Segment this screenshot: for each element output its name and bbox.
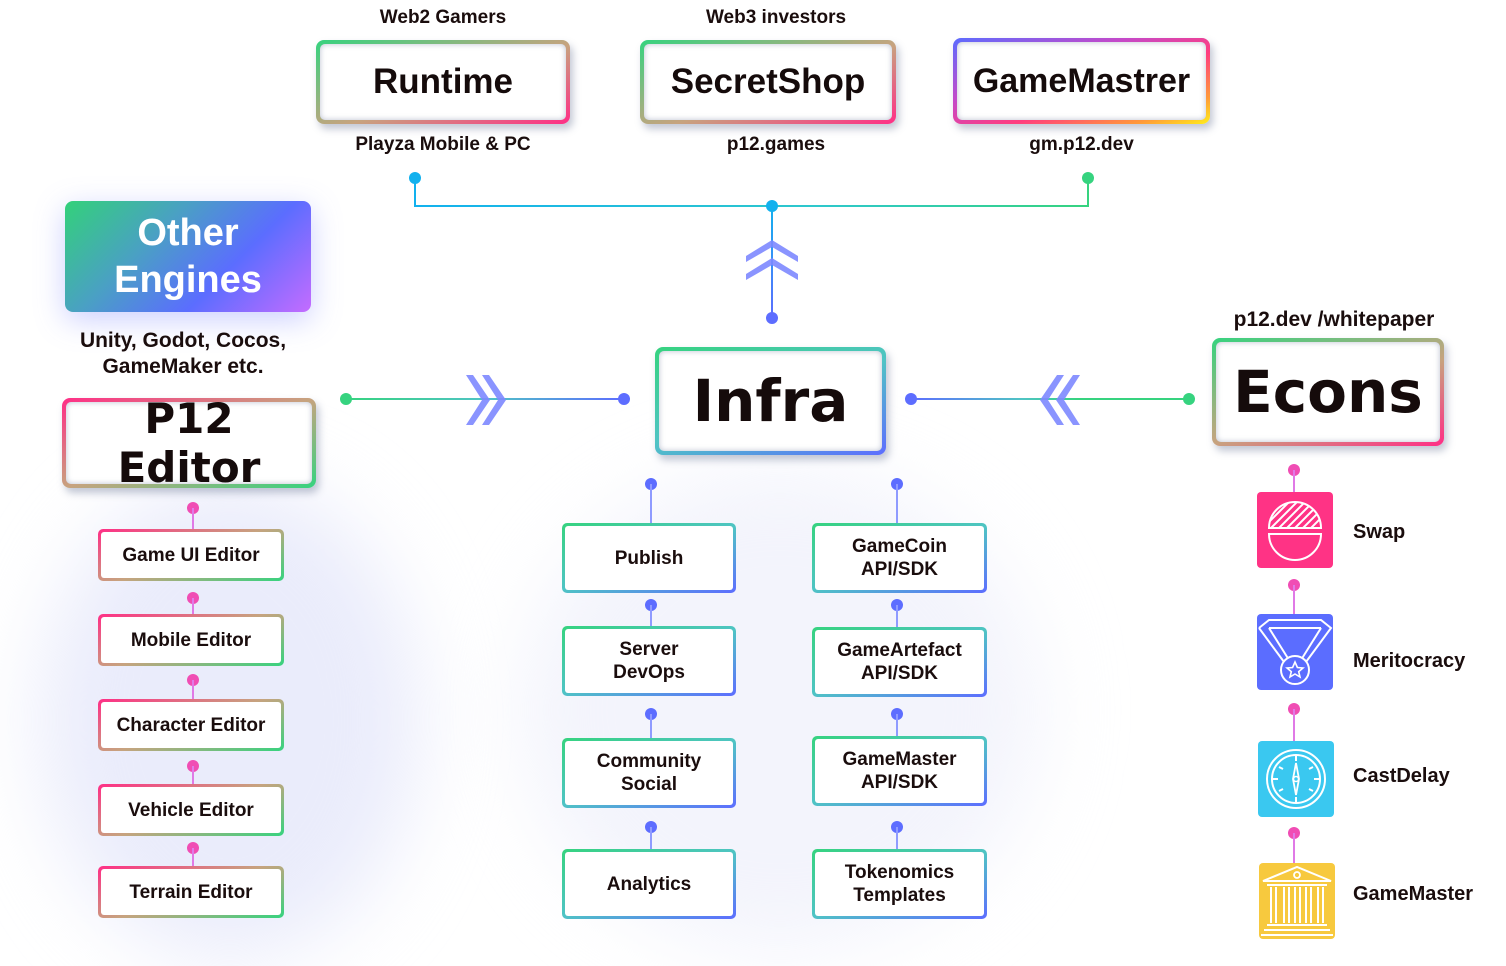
chevron-left-icon (1040, 375, 1080, 425)
editor-item-label: Game UI Editor (101, 532, 281, 578)
infra-title: Infra (659, 351, 882, 451)
econ-line-2 (1293, 709, 1295, 741)
connector-dot-econs (1183, 393, 1195, 405)
editor-item-character[interactable]: Character Editor (98, 699, 284, 751)
connector-line-gamemaster (1087, 178, 1089, 206)
editor-item-label: Character Editor (101, 702, 281, 748)
editor-line-1 (192, 598, 194, 614)
medal-icon[interactable] (1257, 614, 1333, 690)
editor-item-terrain[interactable]: Terrain Editor (98, 866, 284, 918)
product-gamemaster-box[interactable]: GameMastrer (953, 38, 1210, 124)
bank-icon[interactable] (1259, 863, 1335, 939)
editor-line-0 (192, 508, 194, 530)
editor-item-label: Mobile Editor (101, 617, 281, 663)
swap-bowl-icon[interactable] (1257, 492, 1333, 568)
product-gamemaster-title: GameMastrer (957, 42, 1206, 120)
other-engines-card[interactable]: Other Engines (65, 201, 311, 312)
econ-label-gamemaster: GameMaster (1353, 883, 1474, 905)
infra-right-line-1 (896, 605, 898, 627)
econ-line-0 (1293, 470, 1295, 492)
econs-box[interactable]: Econs (1212, 338, 1444, 446)
editor-item-mobile[interactable]: Mobile Editor (98, 614, 284, 666)
infra-left-line-3 (650, 827, 652, 849)
other-engines-title-line2: Engines (114, 258, 262, 301)
product-gamemaster-subtitle: gm.p12.dev (1029, 134, 1134, 155)
infra-left-line-0 (650, 484, 652, 524)
econs-link[interactable]: p12.dev /whitepaper (1233, 308, 1435, 331)
product-secretshop-box[interactable]: SecretShop (640, 40, 896, 124)
audience-secretshop: Web3 investors (705, 7, 847, 28)
infra-left-line-1 (650, 605, 652, 627)
infra-right-line-3 (896, 827, 898, 849)
editor-line-3 (192, 766, 194, 785)
product-secretshop-subtitle: p12.games (726, 134, 826, 155)
econ-label-meritocracy: Meritocracy (1353, 650, 1466, 672)
p12-editor-title: P12 Editor (66, 394, 312, 492)
editor-line-4 (192, 848, 194, 867)
editor-item-label: Terrain Editor (101, 869, 281, 915)
infra-item-analytics[interactable]: Analytics (562, 849, 736, 919)
econs-title: Econs (1216, 342, 1440, 442)
connector-dot-infra-left (618, 393, 630, 405)
chevron-right-icon (466, 375, 506, 425)
econ-line-1 (1293, 585, 1295, 615)
editor-line-2 (192, 680, 194, 699)
infra-left-line-2 (650, 714, 652, 738)
connector-line-runtime (414, 178, 416, 206)
econ-line-3 (1293, 833, 1295, 863)
product-runtime-box[interactable]: Runtime (316, 40, 570, 124)
infra-right-line-0 (896, 484, 898, 524)
editor-item-game-ui[interactable]: Game UI Editor (98, 529, 284, 581)
connector-line-top-horizontal (414, 205, 1089, 207)
other-engines-caption-line1: Unity, Godot, Cocos, (79, 329, 287, 352)
connector-dot-infra-top (766, 312, 778, 324)
other-engines-caption-line2: GameMaker etc. (102, 355, 264, 378)
infra-item-label: Publish (565, 526, 733, 590)
editor-item-label: Vehicle Editor (101, 787, 281, 833)
other-engines-title-line1: Other (137, 211, 239, 254)
infra-box[interactable]: Infra (655, 347, 886, 455)
product-runtime-title: Runtime (320, 44, 566, 120)
product-secretshop-title: SecretShop (644, 44, 892, 120)
clock-icon[interactable] (1258, 741, 1334, 817)
product-runtime-subtitle: Playza Mobile & PC (355, 134, 531, 155)
econ-label-swap: Swap (1353, 521, 1406, 543)
infra-right-line-2 (896, 714, 898, 736)
infra-item-publish[interactable]: Publish (562, 523, 736, 593)
editor-item-vehicle[interactable]: Vehicle Editor (98, 784, 284, 836)
chevron-up-icon (746, 240, 798, 280)
infra-item-label: Analytics (565, 852, 733, 916)
p12-editor-box[interactable]: P12 Editor (62, 394, 316, 492)
audience-runtime: Web2 Gamers (379, 7, 507, 28)
econ-label-castdelay: CastDelay (1353, 765, 1450, 787)
connector-line-econs-infra (911, 398, 1189, 400)
